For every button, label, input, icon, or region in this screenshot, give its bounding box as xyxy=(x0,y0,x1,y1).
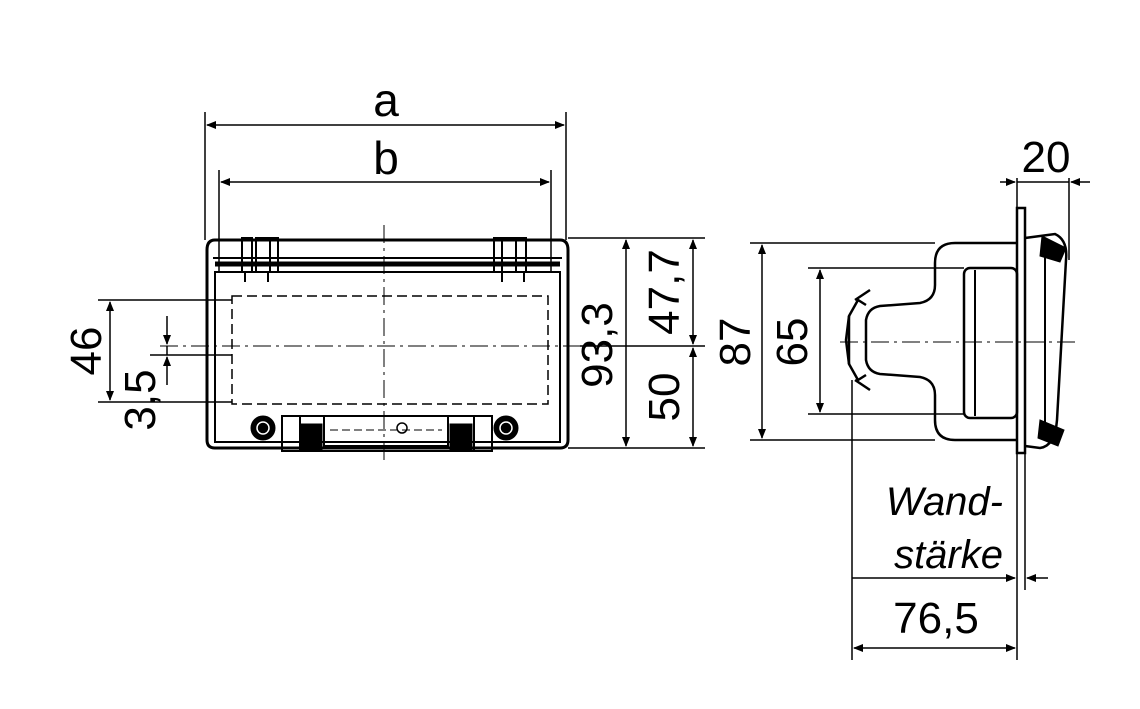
bottom-latch xyxy=(281,415,493,452)
label-76-5: 76,5 xyxy=(893,594,979,643)
front-view xyxy=(160,225,580,462)
side-dimensions xyxy=(750,178,1090,660)
label-b: b xyxy=(373,132,399,184)
label-3-5: 3,5 xyxy=(116,369,165,430)
right-hinge xyxy=(493,237,527,282)
side-inner-body xyxy=(962,266,1019,420)
front-housing-outline xyxy=(205,238,570,450)
label-93-3: 93,3 xyxy=(573,302,622,388)
right-screw xyxy=(493,415,519,441)
label-47-7: 47,7 xyxy=(640,249,689,335)
left-hinge xyxy=(241,237,279,282)
label-46: 46 xyxy=(62,327,111,376)
front-dimensions xyxy=(98,112,705,449)
label-65: 65 xyxy=(768,318,817,367)
label-87: 87 xyxy=(711,318,760,367)
label-wand: Wand- xyxy=(886,480,1003,524)
label-a: a xyxy=(373,74,399,126)
side-housing xyxy=(864,241,1017,442)
side-knob xyxy=(844,288,871,392)
left-screw xyxy=(250,415,276,441)
label-20: 20 xyxy=(1022,133,1071,182)
label-50: 50 xyxy=(640,373,689,422)
front-window xyxy=(231,295,549,405)
side-lid xyxy=(1024,232,1068,450)
side-view xyxy=(840,206,1080,455)
label-staerke: stärke xyxy=(894,533,1003,577)
